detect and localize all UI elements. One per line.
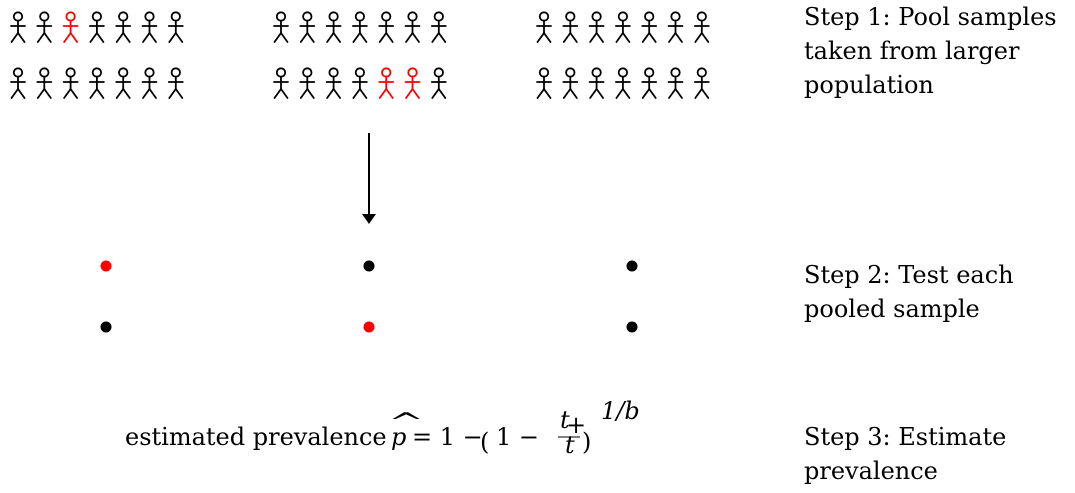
- person-icon: [693, 67, 710, 99]
- person-icon: [430, 11, 447, 43]
- step1-line-1: Step 1: Pool samples: [804, 3, 1057, 31]
- person-icon: [325, 67, 342, 99]
- pooled-sample-dot: [626, 321, 638, 333]
- person-icon: [562, 67, 579, 99]
- person-icon: [115, 11, 132, 43]
- population-figures: [10, 11, 710, 99]
- person-icon: [351, 67, 368, 99]
- person-icon: [562, 11, 579, 43]
- step3-line-1: Step 3: Estimate: [804, 423, 1006, 451]
- formula-numerator-sub: +: [566, 411, 586, 439]
- formula-numerator-var: t: [560, 406, 570, 434]
- formula-hat: ^: [388, 409, 424, 436]
- formula-close-paren: ): [582, 428, 591, 456]
- person-icon: [167, 67, 184, 99]
- person-icon: [62, 67, 79, 99]
- pooled-samples: [100, 260, 638, 333]
- person-icon: [89, 67, 105, 99]
- formula-open-paren: (: [480, 428, 489, 456]
- person-icon: [404, 67, 421, 99]
- person-icon: [641, 67, 658, 99]
- person-icon: [588, 67, 605, 99]
- person-icon: [36, 67, 53, 99]
- person-icon: [299, 11, 316, 43]
- person-icon: [141, 11, 158, 43]
- step3-line-2: prevalence: [804, 457, 938, 485]
- person-icon: [667, 67, 684, 99]
- prevalence-formula: estimated prevalence p ^ = 1 − ( 1 − t +…: [125, 397, 640, 459]
- person-icon: [141, 67, 158, 99]
- formula-lead-text: estimated prevalence: [125, 423, 387, 451]
- person-icon: [273, 11, 289, 43]
- person-icon: [378, 67, 395, 99]
- person-icon: [404, 11, 421, 43]
- step1-line-3: population: [804, 71, 934, 99]
- pooled-sample-dot: [626, 260, 638, 272]
- formula-one-minus: 1 −: [496, 423, 539, 451]
- person-icon: [615, 67, 631, 99]
- person-icon: [430, 67, 447, 99]
- formula-denominator: t: [565, 431, 575, 459]
- step2-line-2: pooled sample: [804, 295, 980, 323]
- pooled-sample-dot: [363, 260, 375, 272]
- person-icon: [641, 11, 658, 43]
- step2-label: Step 2: Test each pooled sample: [804, 261, 1021, 323]
- pooled-sample-dot: [100, 321, 112, 333]
- person-icon: [299, 67, 316, 99]
- formula-p: p: [391, 423, 406, 451]
- person-icon: [378, 11, 395, 43]
- person-icon: [588, 11, 605, 43]
- person-icon: [667, 11, 684, 43]
- person-icon: [89, 11, 105, 43]
- person-icon: [351, 11, 368, 43]
- step1-label: Step 1: Pool samples taken from larger p…: [804, 3, 1064, 99]
- person-icon: [10, 11, 26, 43]
- step2-line-1: Step 2: Test each: [804, 261, 1014, 289]
- person-icon: [167, 11, 184, 43]
- person-icon: [693, 11, 710, 43]
- step1-line-2: taken from larger: [804, 37, 1020, 65]
- person-icon: [536, 67, 552, 99]
- person-icon: [36, 11, 53, 43]
- person-icon: [615, 11, 631, 43]
- person-icon: [115, 67, 132, 99]
- pooled-sample-dot: [363, 321, 375, 333]
- person-icon: [62, 11, 79, 43]
- person-icon: [325, 11, 342, 43]
- step3-label: Step 3: Estimate prevalence: [804, 423, 1014, 485]
- person-icon: [273, 67, 289, 99]
- person-icon: [536, 11, 552, 43]
- formula-exponent: 1/b: [601, 397, 640, 425]
- formula-equals-one-minus: = 1 −: [412, 423, 483, 451]
- pooled-sample-dot: [100, 260, 112, 272]
- person-icon: [10, 67, 26, 99]
